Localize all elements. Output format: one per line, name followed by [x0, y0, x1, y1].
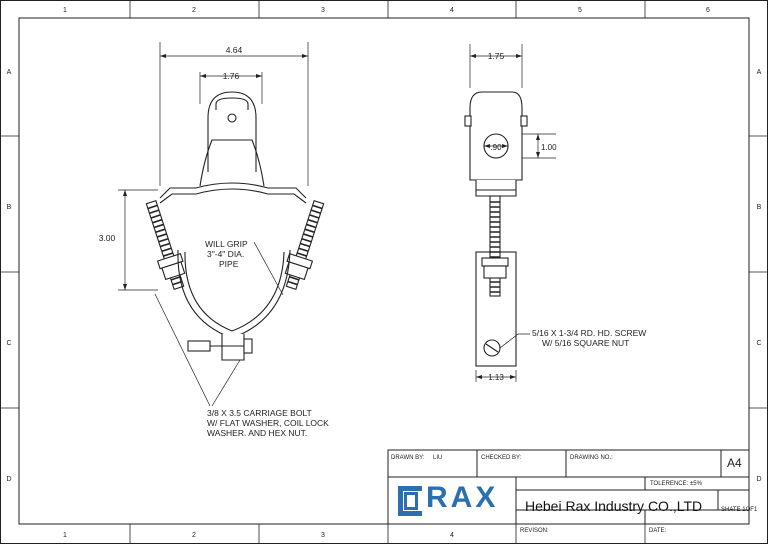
- logo-inner-square: [404, 492, 418, 510]
- clevis-eye-inner: [215, 97, 249, 110]
- tolerance-label: TOLERENCE:: [650, 481, 689, 487]
- side-screw-slot: [485, 343, 499, 353]
- row-label-a-right: A: [757, 69, 762, 76]
- side-view: [464, 91, 528, 367]
- left-bolt: [145, 199, 186, 291]
- note-bolt-line2: W/ FLAT WASHER, COIL LOCK: [207, 418, 329, 428]
- drawn-by-label: DRAWN BY:: [391, 455, 425, 461]
- side-nut: [483, 265, 507, 279]
- side-washer: [481, 257, 509, 267]
- row-label-c: C: [6, 340, 11, 347]
- company-name: Hebei Rax Industry CO.,LTD: [525, 498, 703, 514]
- side-clevis-lug-left: [464, 115, 472, 127]
- side-clevis-lug-right: [520, 115, 528, 127]
- dim-side-width: 1.75: [488, 51, 505, 61]
- front-dimensions: [118, 42, 309, 407]
- col-label-1: 1: [63, 7, 67, 14]
- clevis-hole: [227, 113, 237, 123]
- clevis-body: [199, 139, 265, 187]
- row-label-d-right: D: [756, 476, 761, 483]
- saddle-top: [159, 182, 307, 199]
- col-label-4: 4: [450, 7, 454, 14]
- row-label-c-right: C: [756, 340, 761, 347]
- side-dimension-arrows: [470, 54, 540, 379]
- note-grip-line3: PIPE: [219, 259, 239, 269]
- bottom-screw-head: [187, 340, 211, 352]
- note-screw: 5/16 X 1-3/4 RD. HD. SCREW W/ 5/16 SQUAR…: [532, 328, 646, 348]
- clamp-band-inner: [184, 251, 285, 332]
- inner-border: [18, 17, 750, 525]
- checked-by-label: CHECKED BY:: [481, 455, 522, 461]
- dim-height-side: 3.00: [99, 233, 116, 243]
- col-label-2: 2: [192, 7, 196, 14]
- dim-width-overall: 4.64: [226, 45, 243, 55]
- side-clevis-body: [469, 91, 523, 181]
- row-label-b-right: B: [757, 204, 762, 211]
- note-bolt: 3/8 X 3.5 CARRIAGE BOLT W/ FLAT WASHER, …: [207, 408, 329, 438]
- dim-hole-dia: .90: [490, 143, 502, 152]
- col-label-5: 5: [578, 7, 582, 14]
- clevis-eye: [207, 91, 257, 172]
- note-grip-line2: 3"-4" DIA.: [207, 249, 245, 259]
- col-label-1-bottom: 1: [63, 532, 67, 539]
- side-band: [475, 251, 517, 367]
- front-dimension-arrows: [123, 54, 308, 290]
- side-saddle: [475, 180, 517, 197]
- col-label-2-bottom: 2: [192, 532, 196, 539]
- note-screw-line1: 5/16 X 1-3/4 RD. HD. SCREW: [532, 328, 647, 338]
- col-label-3: 3: [321, 7, 325, 14]
- drawing-no-label: DRAWING NO.:: [570, 455, 613, 461]
- front-view: [145, 91, 325, 361]
- bottom-nut: [243, 338, 253, 354]
- col-label-4-bottom: 4: [450, 532, 454, 539]
- note-screw-line2: W/ 5/16 SQUARE NUT: [542, 338, 630, 348]
- right-bolt: [284, 199, 325, 291]
- saddle-top-inner: [159, 188, 307, 204]
- tolerance-value: ±5%: [690, 481, 702, 487]
- revision-label: REVISON:: [520, 528, 549, 534]
- note-grip: WILL GRIP 3"-4" DIA. PIPE: [205, 239, 248, 269]
- row-label-a: A: [7, 69, 12, 76]
- dim-width-inner: 1.76: [223, 71, 240, 81]
- title-block-lines: [387, 449, 750, 525]
- row-label-b: B: [7, 204, 12, 211]
- dim-hole-height: 1.00: [541, 143, 557, 152]
- row-label-d: D: [6, 476, 11, 483]
- drawn-by-value: LIU: [433, 455, 443, 461]
- sheet-size: A4: [727, 456, 742, 470]
- logo-bracket: [398, 486, 422, 516]
- note-grip-line1: WILL GRIP: [205, 239, 248, 249]
- side-bolt: [489, 195, 501, 297]
- note-bolt-line3: WASHER. AND HEX NUT.: [207, 428, 308, 438]
- logo-text: RAX: [426, 481, 499, 514]
- col-label-6: 6: [706, 7, 710, 14]
- col-label-3-bottom: 3: [321, 532, 325, 539]
- dim-bottom-width: 1.13: [488, 373, 504, 382]
- sheet-number: SHATE 1OF1: [721, 507, 758, 513]
- note-bolt-line1: 3/8 X 3.5 CARRIAGE BOLT: [207, 408, 312, 418]
- bottom-tab: [221, 334, 245, 361]
- date-label: DATE:: [649, 528, 667, 534]
